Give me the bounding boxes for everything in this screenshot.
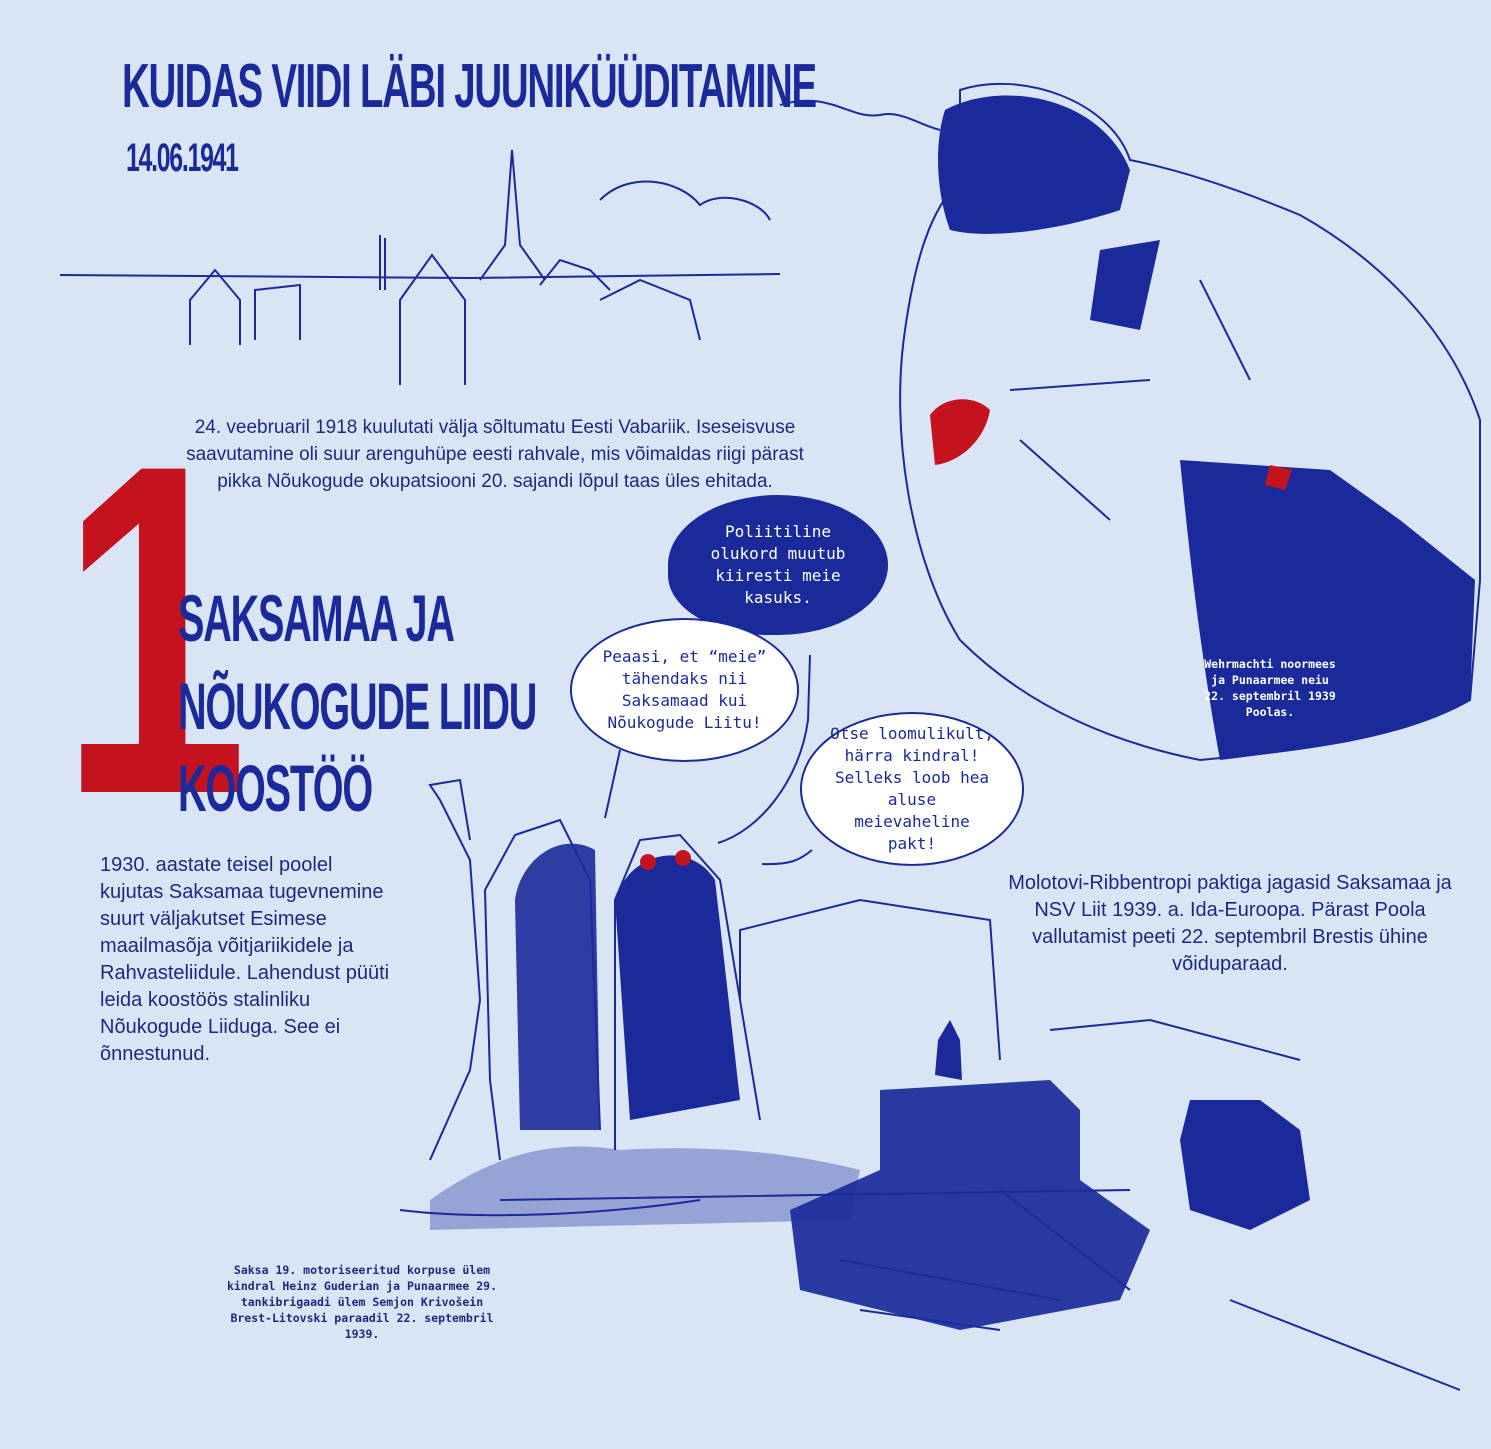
body-paragraph-left: 1930. aastate teisel poolel kujutas Saks… [100,854,390,1065]
speech-bubble-dark: Poliitiline olukord muutub kiiresti meie… [668,495,888,635]
speech-bubble-text: Peaasi, et “meie” tähendaks nii Saksamaa… [602,647,767,732]
speech-bubble-text: Otse loomulikult, härra kindral! Selleks… [830,724,994,853]
tallinn-skyline-illustration [59,99,941,385]
german-officer-coat [515,843,600,1130]
speech-bubble-left: Peaasi, et “meie” tähendaks nii Saksamaa… [570,618,799,762]
body-paragraph-right: Molotovi-Ribbentropi paktiga jagasid Sak… [1008,872,1452,975]
chapter-title-line-3: KOOSTÖÖ [178,751,373,825]
caption-parade: Saksa 19. motoriseeritud korpuse ülem ki… [226,1263,498,1341]
crowd [430,1146,860,1230]
tank-right [1180,1100,1310,1230]
bubble-tail [717,654,811,844]
chapter-number: 1 [60,367,249,892]
page-title: KUIDAS VIIDI LÄBI JUUNIKÜÜDITAMINE [122,52,817,121]
page-date: 14.06.1941 [126,136,239,180]
chapter-title-line-2: NÕUKOGUDE LIIDU [178,669,537,743]
soviet-officer-collar-badge [640,854,656,870]
speech-bubble-text: Poliitiline olukord muutub kiiresti meie… [710,522,846,607]
tank-left [790,1080,1150,1330]
bubble-tail [604,749,621,819]
soviet-officer-coat [615,855,740,1120]
intro-paragraph: 24. veebruaril 1918 kuulutati välja sõlt… [186,417,804,492]
soldiers-illustration [899,82,1481,762]
bubble-tail [761,849,813,866]
chapter-title-line-1: SAKSAMAA JA [178,581,455,655]
soviet-officer-collar-badge [675,850,691,866]
caption-soldiers: Wehrmachti noormees ja Punaarmee neiu 22… [1204,657,1336,719]
tank-commander [935,1020,962,1080]
speech-bubble-right: Otse loomulikult, härra kindral! Selleks… [800,712,1024,866]
